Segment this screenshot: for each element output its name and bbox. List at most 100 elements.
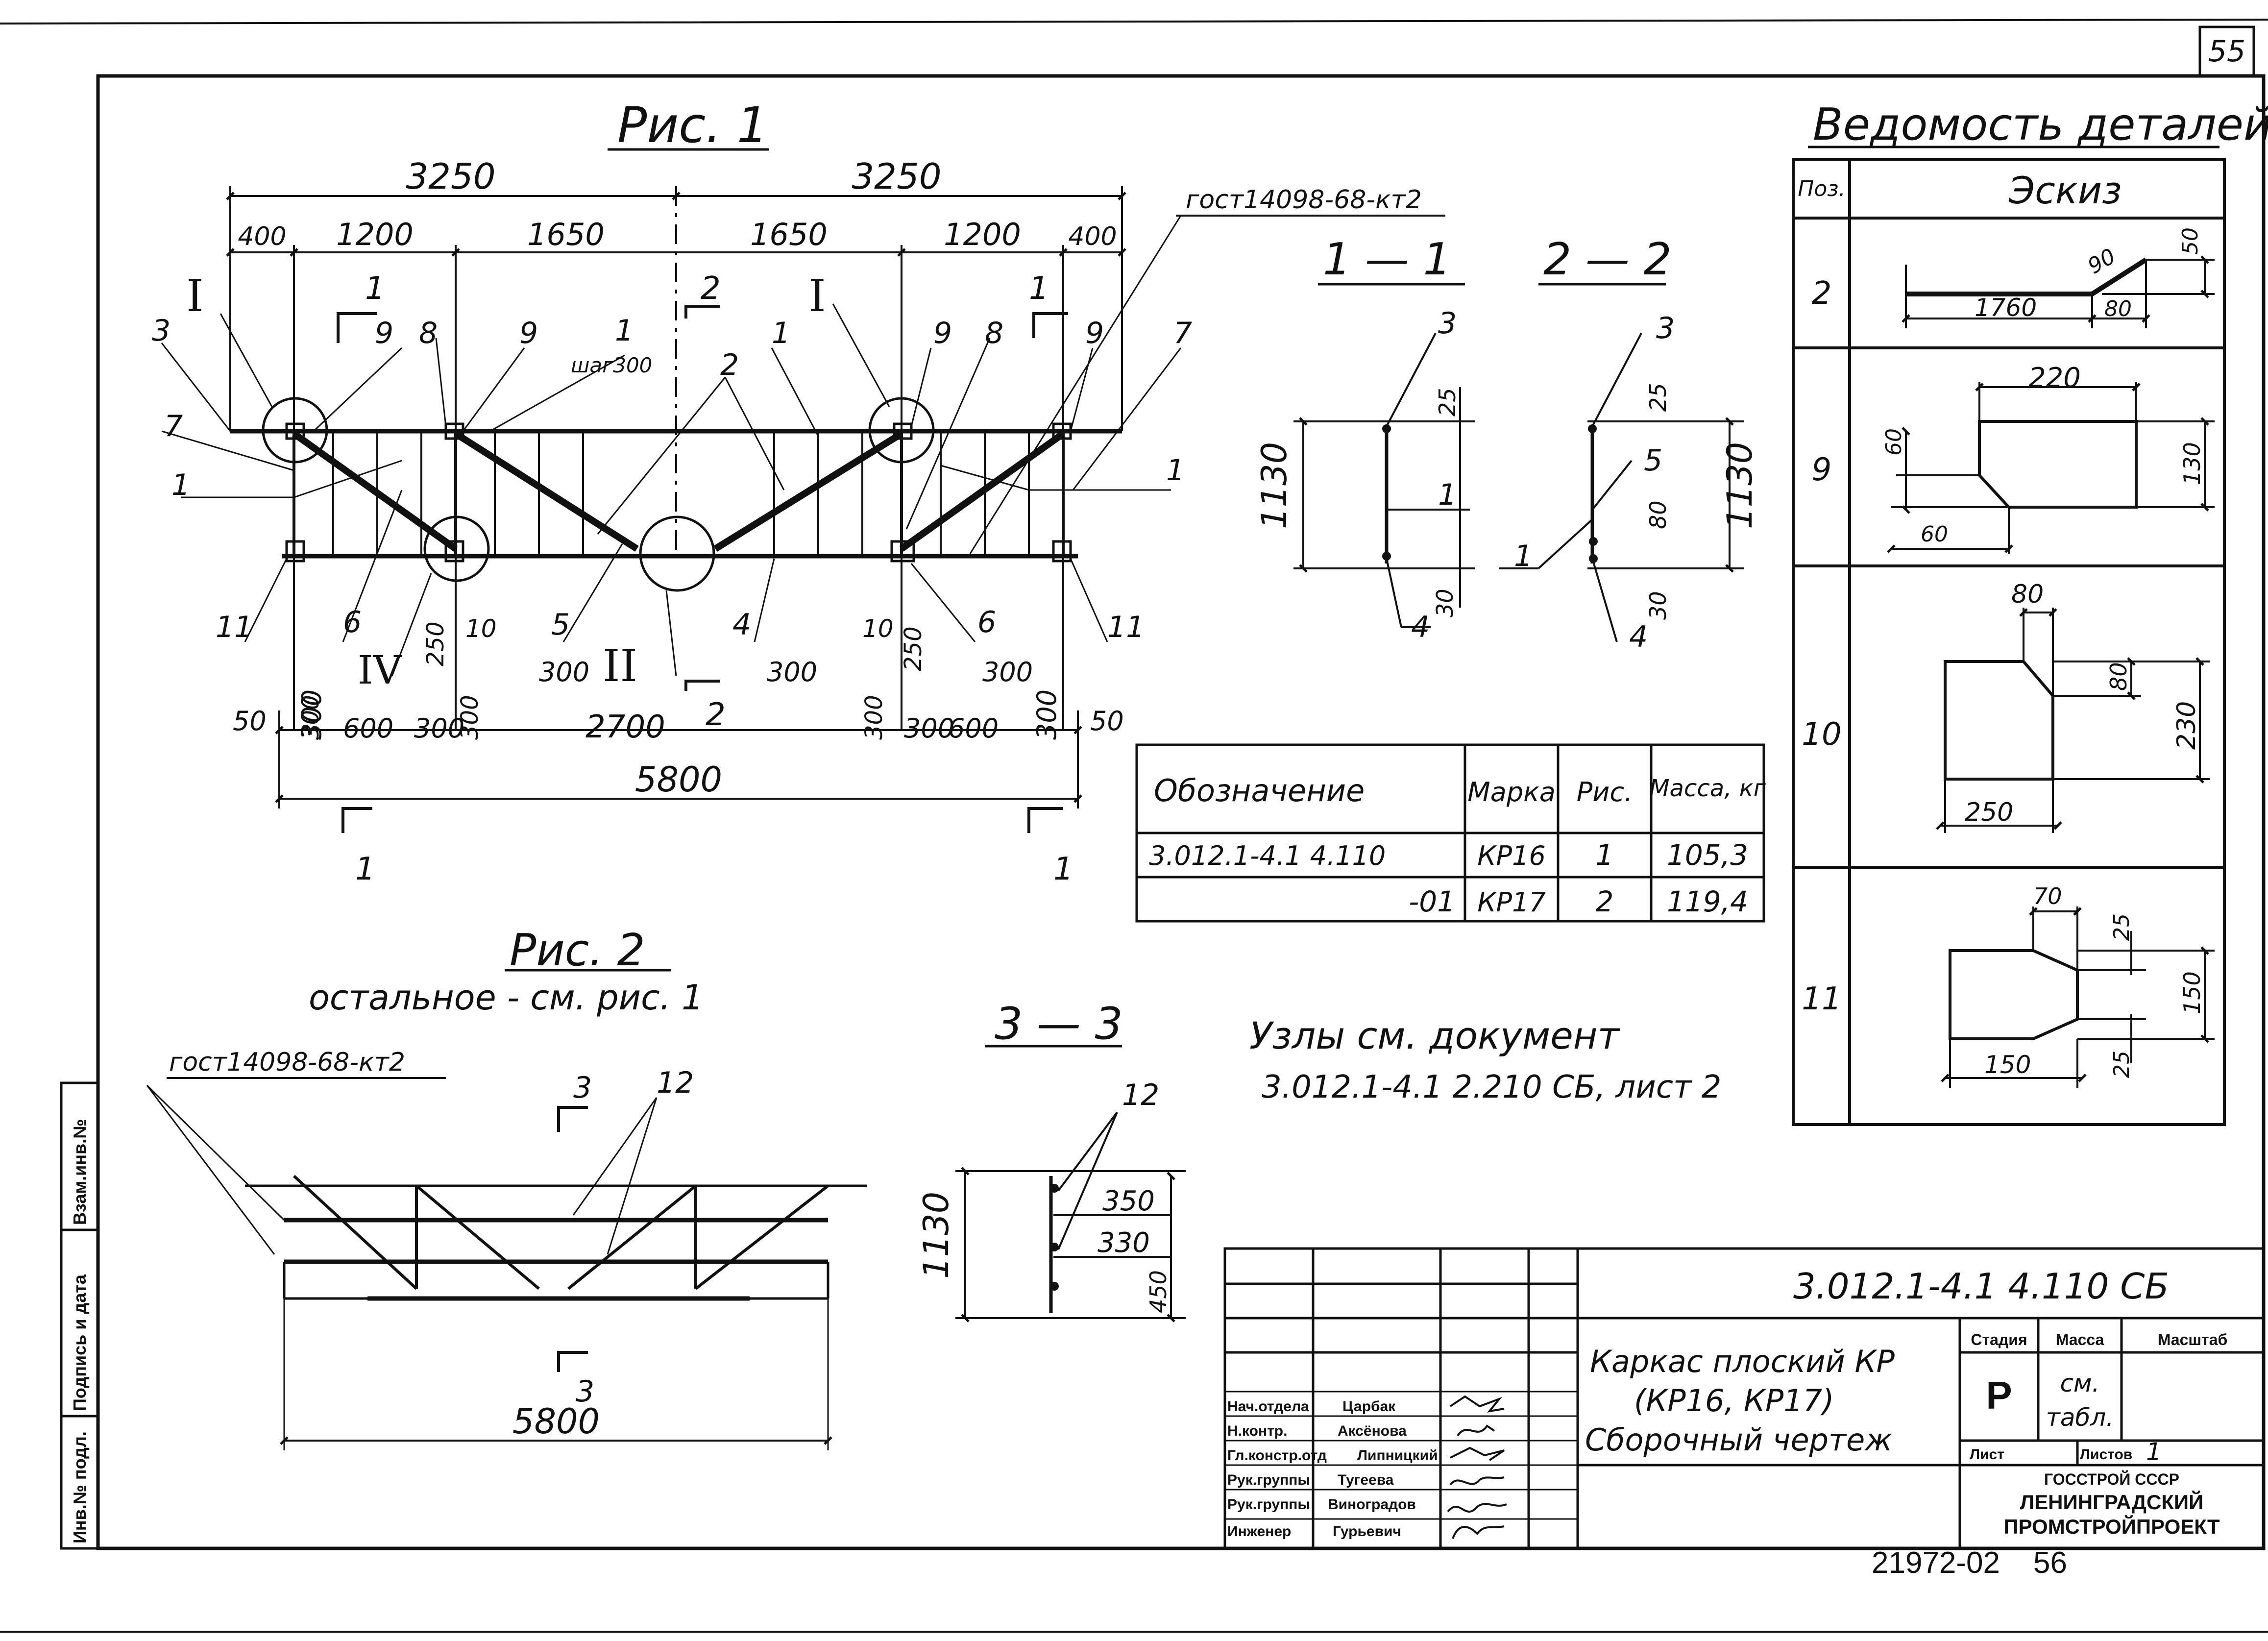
fig2-pos12: 12	[657, 1066, 694, 1100]
bdim-2700: 2700	[585, 709, 665, 745]
detail11-dim70: 70	[2033, 883, 2062, 909]
nodes-note-line1: Узлы см. документ	[1249, 1014, 1621, 1057]
section-2-bottom: 2	[706, 697, 726, 733]
stamp-inv-no: Инв.№ подл.	[70, 1431, 90, 1543]
section-1-1: 1 — 1 3 25 1130 1 30 4	[1254, 234, 1475, 644]
section-1-top-left: 1	[365, 270, 385, 307]
pos-11-left: 11	[216, 610, 253, 644]
footer-page: 56	[2033, 1546, 2067, 1580]
sec11-dim1130: 1130	[1254, 442, 1294, 529]
pos-8-right: 8	[985, 316, 1003, 350]
step-label: шаг300	[571, 353, 652, 377]
spec-r2-designation: -01	[1409, 885, 1455, 918]
tb-name-2: Липницкий	[1357, 1447, 1438, 1464]
stamp-signature: Подпись и дата	[70, 1274, 90, 1411]
sec22-pos4: 4	[1629, 620, 1648, 654]
section-1-bottom-left: 1	[355, 851, 375, 887]
spec-h-mass: Масса, кг	[1649, 775, 1766, 802]
details-h-pos: Поз.	[1798, 176, 1845, 201]
side-stamp: Инв.№ подл. Подпись и дата Взам.инв.№	[60, 1081, 99, 1550]
detail10-dim80side: 80	[2105, 662, 2132, 691]
spec-r1-fig: 1	[1596, 838, 1614, 872]
sec22-pos1: 1	[1514, 539, 1533, 573]
sec33-title: 3 — 3	[995, 998, 1123, 1050]
tb-stage-header: Стадия	[1971, 1331, 2027, 1348]
pos-6-left: 6	[343, 605, 362, 639]
tb-name-line3: Сборочный чертеж	[1585, 1422, 1892, 1458]
tb-name-line1: Каркас плоский КР	[1590, 1344, 1895, 1379]
dim-1200-left: 1200	[336, 217, 414, 252]
sec11-pos3: 3	[1438, 306, 1457, 341]
sec33-pos12: 12	[1122, 1078, 1159, 1112]
dim-400-right: 400	[1068, 222, 1117, 251]
tb-name-5: Гурьевич	[1333, 1523, 1401, 1540]
tb-scale-header: Масштаб	[2158, 1331, 2228, 1348]
pos-7-right: 7	[1173, 316, 1192, 350]
tb-mass-line2: табл.	[2046, 1403, 2114, 1432]
detail11-pos: 11	[1802, 981, 1841, 1017]
sec33-dim450: 450	[1145, 1270, 1171, 1313]
tb-mass-line1: см.	[2060, 1369, 2099, 1397]
pos-1-mid: 1	[772, 316, 790, 350]
sec22-dim1130: 1130	[1720, 442, 1760, 529]
gost-label-fig1: гост14098-68-кт2	[1186, 185, 1422, 215]
sec11-pos1: 1	[1438, 478, 1457, 512]
stamp-replace-inv: Взам.инв.№	[70, 1119, 90, 1225]
bdim-300-f: 300	[982, 657, 1033, 687]
node-I-right: I	[808, 270, 826, 322]
pos-4: 4	[732, 608, 751, 642]
detail10-dim230: 230	[2172, 701, 2201, 750]
details-h-sketch: Эскиз	[2008, 169, 2122, 212]
vdim-300-c: 300	[860, 695, 888, 740]
detail2-dim50: 50	[2178, 227, 2203, 255]
fig2-section-3-top: 3	[573, 1071, 592, 1105]
detail9-dim60h: 60	[1921, 522, 1948, 547]
tb-name-line2: (КР16, КР17)	[1634, 1383, 1834, 1419]
fig1: Рис. 1	[152, 97, 1445, 887]
tb-sheets-value: 1	[2146, 1438, 2162, 1466]
vdim-250-left: 250	[422, 621, 449, 666]
spec-r1-mark: КР16	[1477, 840, 1546, 871]
tb-name-4: Виноградов	[1328, 1496, 1416, 1513]
dim-400-left: 400	[238, 222, 286, 251]
sec11-pos4: 4	[1411, 610, 1430, 644]
spec-r2-mark: КР17	[1477, 887, 1546, 918]
pos-8-left: 8	[419, 316, 438, 350]
bdim-600-right: 600	[948, 713, 999, 744]
detail10-dim80top: 80	[2011, 580, 2044, 609]
detail2-pos: 2	[1812, 275, 1832, 312]
spec-table: Обозначение Марка Рис. Масса, кг 3.012.1…	[1135, 743, 1766, 923]
spec-r1-designation: 3.012.1-4.1 4.110	[1149, 840, 1386, 871]
detail9-pos: 9	[1812, 452, 1832, 488]
dim-3250-left: 3250	[406, 156, 495, 197]
bdim-300-b: 300	[414, 713, 464, 744]
detail10-pos: 10	[1802, 716, 1841, 753]
pos-10-left: 10	[465, 614, 497, 643]
spec-r2-fig: 2	[1596, 885, 1614, 918]
tb-role-1: Н.контр.	[1227, 1423, 1287, 1439]
spec-h-fig: Рис.	[1577, 777, 1633, 808]
bdim-300-e: 300	[904, 713, 954, 744]
tb-role-4: Рук.группы	[1227, 1496, 1310, 1513]
title-block: 3.012.1-4.1 4.110 СБ Каркас плоский КР (…	[1223, 1247, 2265, 1550]
section-2-2: 2 — 2 3 25 5 80 1130 1 30 4	[1499, 234, 1760, 654]
spec-r1-mass: 105,3	[1667, 838, 1748, 872]
fig1-title: Рис. 1	[617, 97, 768, 154]
pos-9-a: 9	[375, 316, 393, 350]
tb-code: 3.012.1-4.1 4.110 СБ	[1793, 1266, 2169, 1307]
detail2-dim80: 80	[2104, 296, 2132, 321]
bdim-50-right: 50	[1090, 706, 1124, 736]
bdim-600-left: 600	[343, 713, 393, 744]
dim-1650-left: 1650	[527, 217, 605, 252]
archive-number: 21972-02	[1872, 1546, 2000, 1580]
fig2-title: Рис. 2	[510, 925, 645, 976]
pos-1-left: 1	[171, 468, 190, 502]
tb-stage: Р	[1986, 1373, 2012, 1417]
sec33-dim1130: 1130	[916, 1192, 956, 1279]
sec22-pos5: 5	[1644, 443, 1662, 478]
vdim-250-right: 250	[900, 626, 927, 671]
tb-org-line1: ГОССТРОЙ СССР	[2044, 1470, 2179, 1488]
sec11-dim25: 25	[1434, 388, 1461, 416]
tb-mass-header: Масса	[2056, 1331, 2104, 1348]
